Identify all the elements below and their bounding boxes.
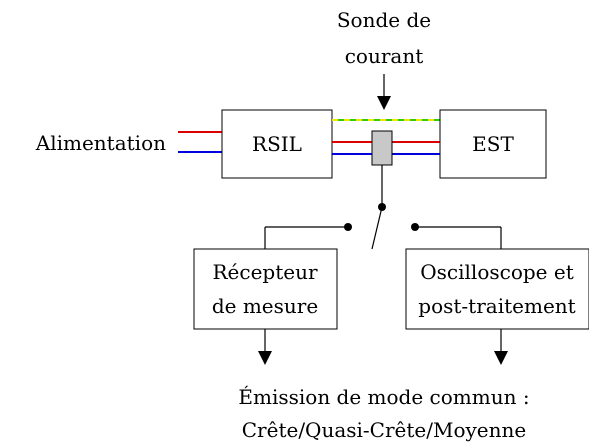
lisn-label: RSIL: [252, 132, 302, 156]
supply-label: Alimentation: [35, 131, 166, 155]
receiver-output-arrow: [258, 329, 272, 365]
output-label-line2: Crête/Quasi-Crête/Moyenne: [242, 418, 527, 442]
output-label-line1: Émission de mode commun :: [238, 385, 529, 409]
probe-label-line2: courant: [345, 44, 424, 68]
probe-label-line1: Sonde de: [337, 8, 431, 32]
scope-label-line1: Oscilloscope et: [420, 260, 573, 284]
receiver-box: [193, 248, 338, 330]
scope-output-arrow: [494, 329, 508, 365]
receiver-label-line1: Récepteur: [212, 260, 317, 284]
receiver-label-line2: de mesure: [212, 294, 318, 318]
lisn-box: [221, 109, 333, 179]
current-probe-icon: [371, 130, 393, 166]
scope-label-line2: post-traitement: [418, 294, 575, 318]
eut-box: [439, 109, 547, 179]
probe-arrow: [377, 74, 391, 110]
eut-label: EST: [472, 132, 514, 156]
spdt-switch-icon: [264, 203, 502, 250]
scope-box: [405, 248, 589, 330]
